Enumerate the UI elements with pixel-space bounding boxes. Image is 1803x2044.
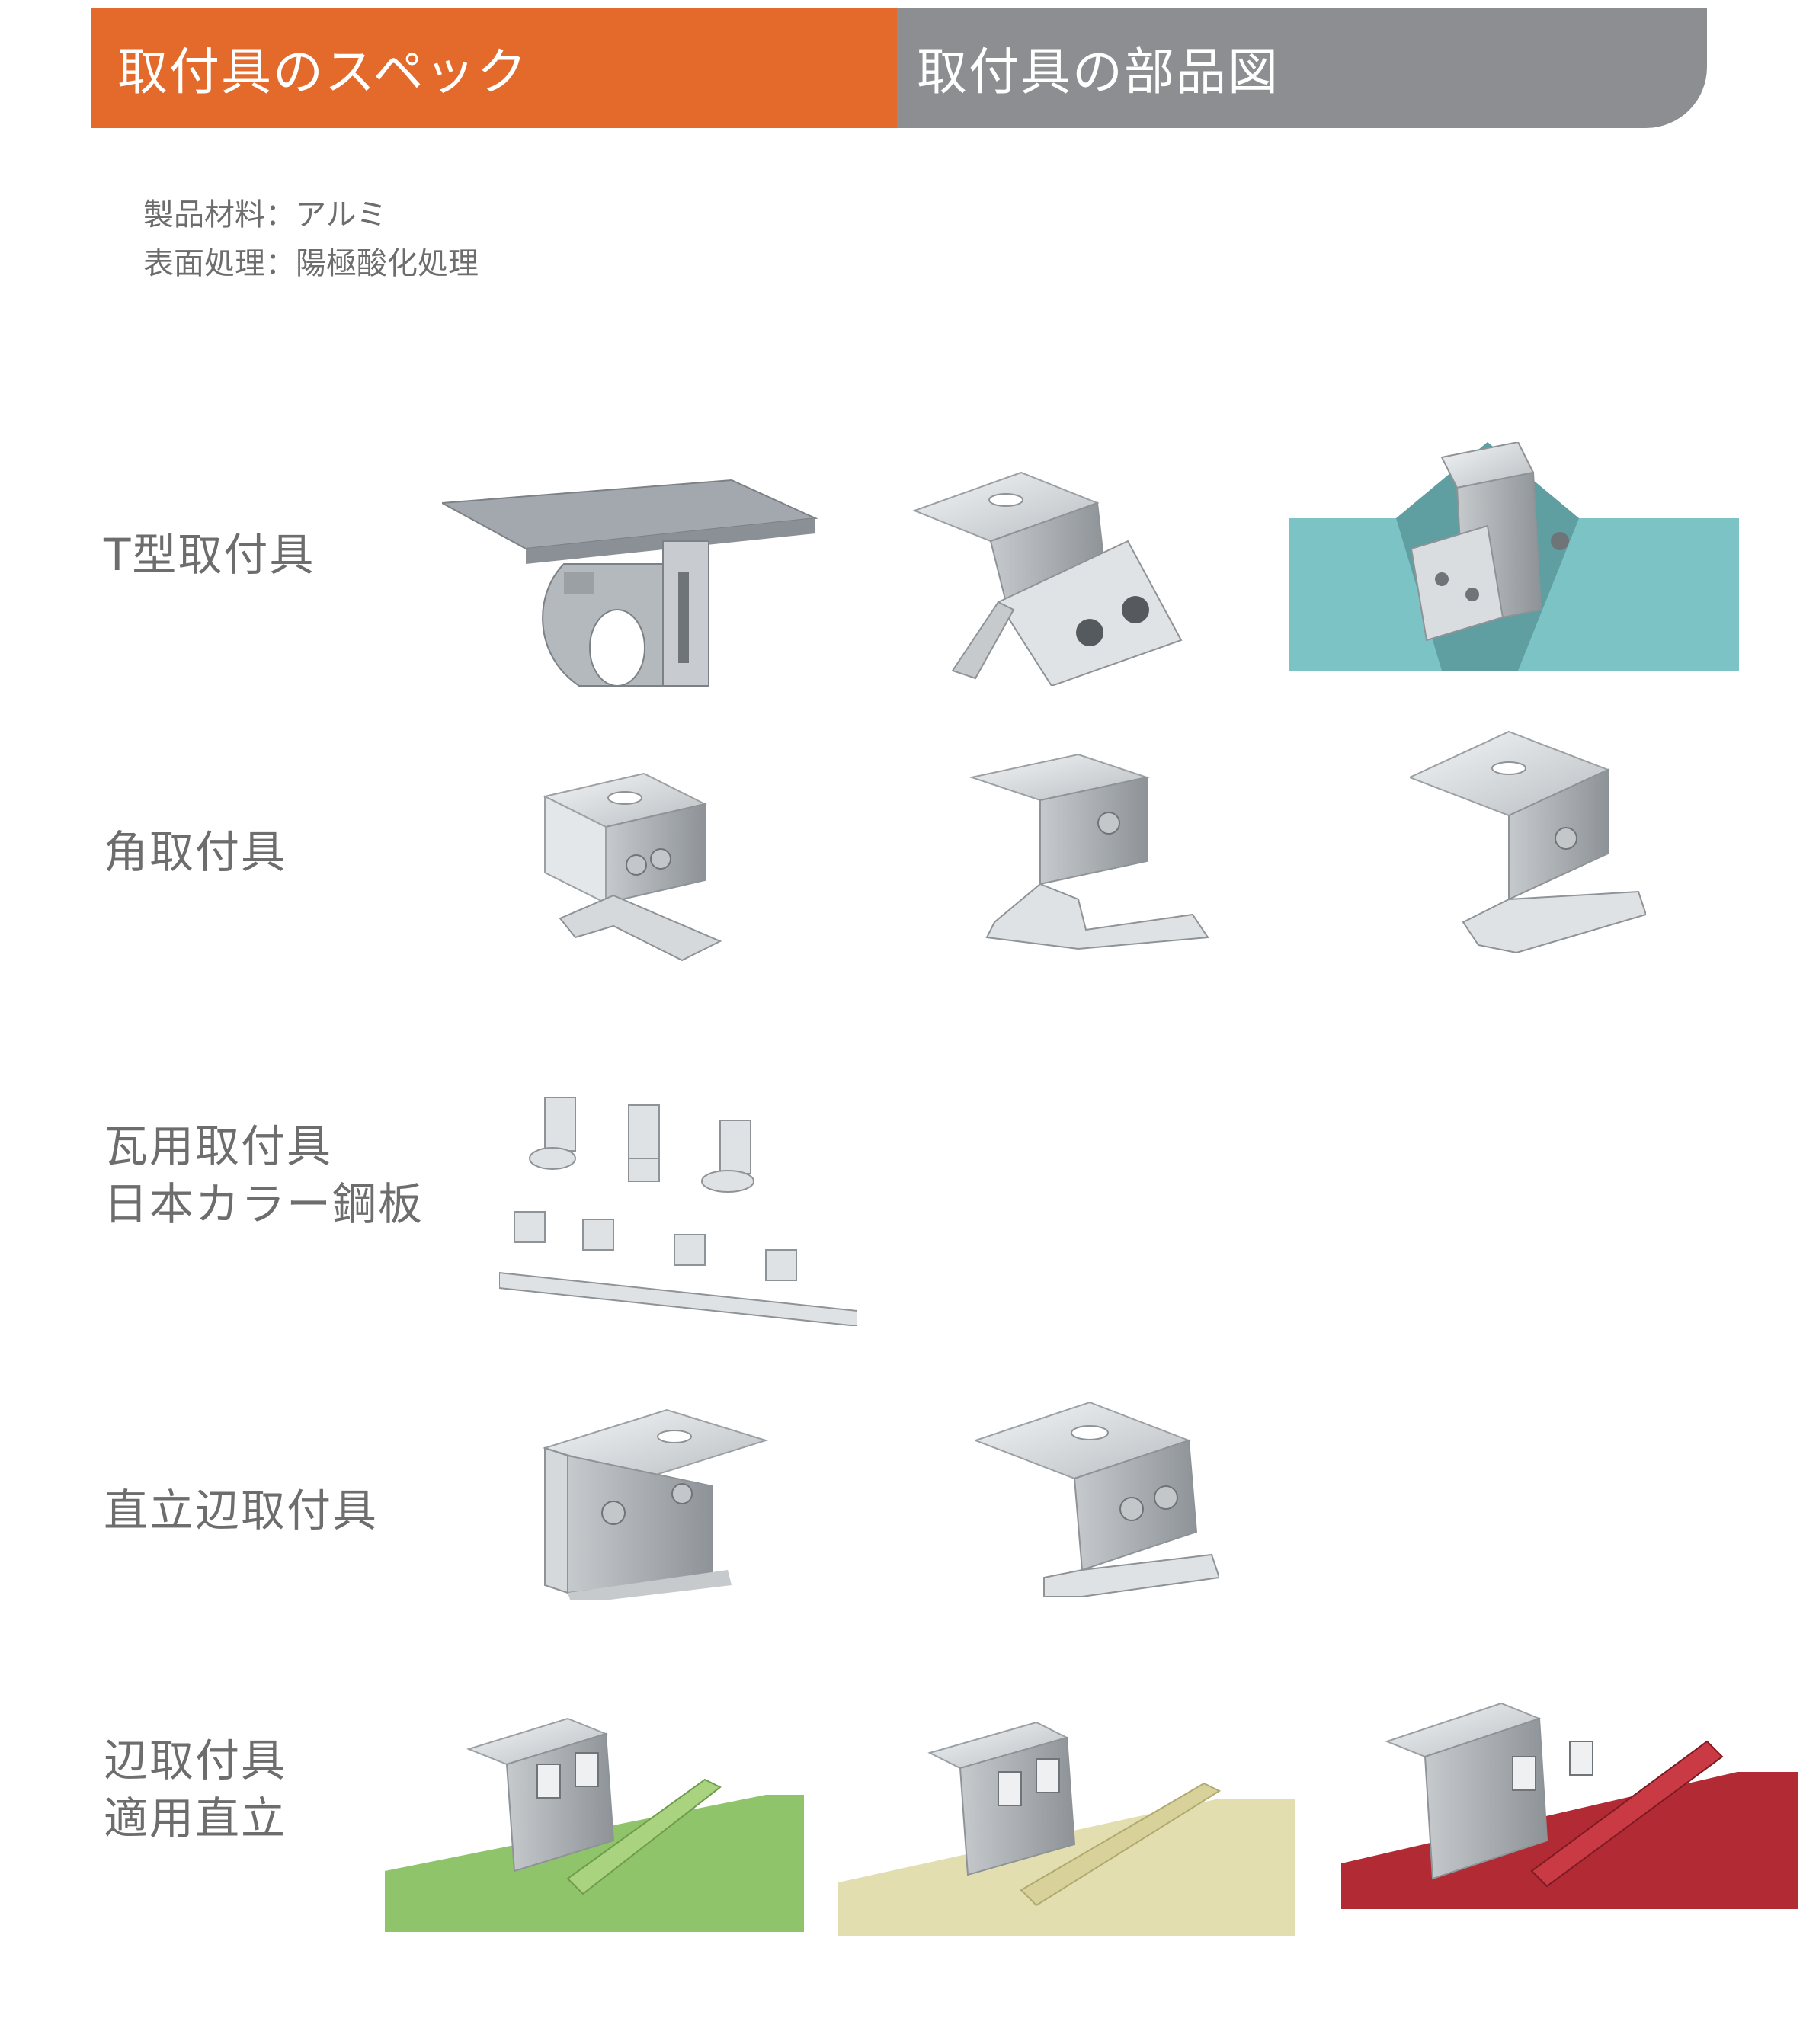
spec-surface: 表面処理：陽極酸化処理 (143, 239, 479, 288)
t-type-bracket-image-1 (442, 457, 819, 694)
category-label-line: 辺取付具 (104, 1735, 287, 1786)
category-label-t-type: T型取付具 (104, 529, 315, 581)
spec-material: 製品材料：アルミ (143, 191, 479, 239)
standing-seam-bracket-image-1 (537, 1402, 770, 1600)
category-label-line: 瓦用取付具 (104, 1120, 333, 1172)
square-bracket-image-3 (1410, 724, 1646, 960)
spec-value: アルミ (296, 197, 387, 232)
tab-parts-diagram[interactable]: 取付具の部品図 (897, 8, 1707, 128)
t-type-bracket-image-3 (1289, 442, 1739, 671)
square-bracket-image-2 (964, 747, 1215, 953)
spec-label: 表面処理： (143, 246, 296, 281)
header-bar: 取付具のスペック 取付具の部品図 (91, 8, 1707, 128)
seam-bracket-cream-roof-image (838, 1707, 1295, 1936)
square-bracket-image-1 (530, 751, 743, 983)
category-label-line: 適用直立 (104, 1793, 287, 1844)
spec-label: 製品材料： (143, 197, 296, 232)
category-label-seam: 辺取付具 適用直立 (104, 1732, 287, 1847)
category-label-tile: 瓦用取付具 日本カラー鋼板 (104, 1117, 424, 1233)
spec-list: 製品材料：アルミ 表面処理：陽極酸化処理 (143, 191, 479, 288)
seam-bracket-red-roof-image (1341, 1688, 1798, 1917)
tab-spec[interactable]: 取付具のスペック (91, 8, 897, 128)
spec-value: 陽極酸化処理 (296, 246, 479, 281)
category-label-line: 日本カラー鋼板 (104, 1178, 424, 1230)
category-label-square: 角取付具 (104, 826, 287, 878)
category-label-standing-seam: 直立辺取付具 (104, 1485, 379, 1536)
standing-seam-bracket-image-2 (975, 1395, 1219, 1600)
seam-bracket-green-roof-image (385, 1703, 804, 1932)
tile-bracket-set-image (499, 1082, 857, 1326)
t-type-bracket-image-2 (907, 442, 1227, 686)
